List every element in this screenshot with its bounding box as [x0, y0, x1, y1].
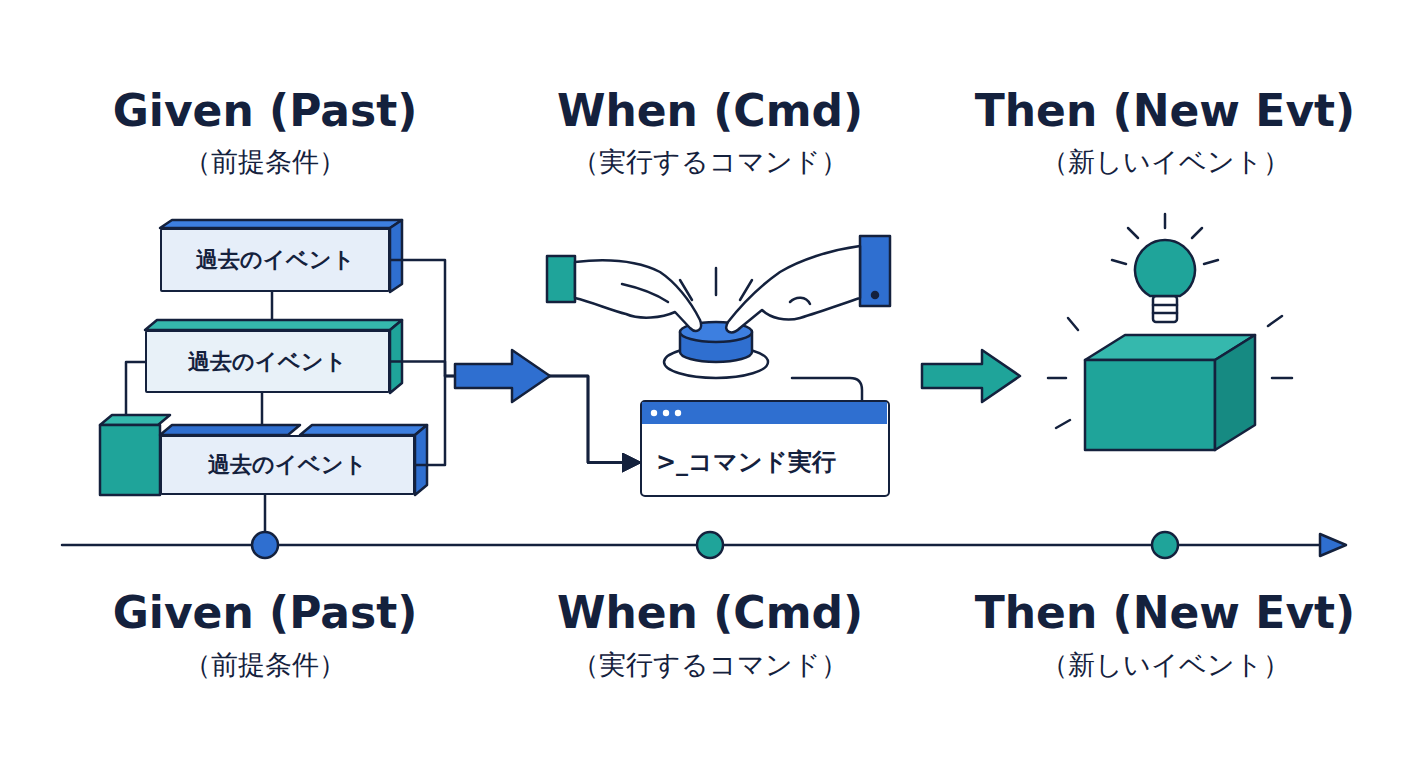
event-box-front — [1085, 360, 1215, 450]
right-cuff — [860, 236, 890, 306]
press-ray — [715, 268, 718, 295]
flow-arrow — [455, 350, 550, 402]
stack-line — [261, 393, 264, 435]
bulb-ray — [1112, 260, 1126, 264]
button-top — [680, 322, 752, 342]
box-top — [145, 320, 402, 330]
button-body — [680, 332, 752, 362]
timeline-point — [697, 532, 723, 558]
terminal-window: >_コマンド実行 — [640, 400, 890, 497]
box-top — [300, 425, 427, 435]
glow-ray — [1068, 318, 1078, 330]
bulb-thread — [1153, 304, 1177, 307]
timeline-point — [252, 532, 278, 558]
node-text: >_コマンド実行 — [656, 446, 836, 478]
button-base — [664, 346, 768, 378]
node-text: 過去のイベント — [208, 450, 367, 480]
glow-ray — [1268, 316, 1282, 326]
column-heading: Given (Past) — [113, 587, 418, 638]
bulb-ray — [1192, 228, 1202, 238]
column-heading: Then (New Evt) — [975, 85, 1355, 136]
node-text: 過去のイベント — [196, 245, 355, 275]
column-subheading: （前提条件） — [184, 144, 346, 180]
bulb-ray — [1204, 260, 1218, 264]
event-box: 過去のイベント — [145, 330, 390, 393]
stack-line — [126, 362, 145, 415]
box-top — [160, 425, 300, 435]
timeline-tick — [264, 495, 267, 532]
titlebar-dot — [651, 410, 657, 416]
column-subheading: （実行するコマンド） — [572, 647, 848, 683]
cuff-button — [872, 292, 878, 298]
bulb-glass — [1135, 240, 1195, 296]
event-box-top — [1085, 335, 1255, 360]
column-subheading: （前提条件） — [184, 647, 346, 683]
glow-ray — [1272, 377, 1292, 380]
node-text: 過去のイベント — [188, 347, 347, 377]
right-hand — [726, 246, 860, 332]
titlebar-dot — [663, 410, 669, 416]
hand-line — [622, 284, 668, 302]
bulb-ray — [1164, 214, 1167, 228]
bulb-ray — [1128, 228, 1138, 238]
flow-connector — [390, 362, 640, 463]
left-hand — [575, 260, 701, 330]
press-ray — [680, 280, 692, 300]
left-cuff — [547, 256, 575, 302]
column-subheading: （新しいイベント） — [1041, 144, 1290, 180]
timeline-point — [1152, 532, 1178, 558]
column-heading: When (Cmd) — [557, 587, 863, 638]
glow-ray — [1056, 420, 1070, 428]
event-box: 過去のイベント — [160, 228, 390, 292]
column-subheading: （実行するコマンド） — [572, 144, 848, 180]
column-heading: Given (Past) — [113, 85, 418, 136]
bulb-thread — [1153, 312, 1177, 315]
hand-line — [790, 298, 810, 304]
flow-connector — [390, 260, 640, 463]
titlebar-fill — [642, 402, 887, 424]
event-box: 過去のイベント — [160, 435, 415, 495]
titlebar-dot — [675, 410, 681, 416]
box-side — [415, 425, 427, 495]
timeline-axis — [62, 544, 1325, 547]
column-heading: When (Cmd) — [557, 85, 863, 136]
stack-line — [271, 292, 274, 330]
column-subheading: （新しいイベント） — [1041, 647, 1290, 683]
column-heading: Then (New Evt) — [975, 587, 1355, 638]
cube-front — [100, 425, 160, 495]
press-ray — [740, 280, 752, 300]
box-side — [390, 320, 402, 393]
event-box-side — [1215, 335, 1255, 450]
flow-connector — [415, 376, 640, 465]
cube-top — [100, 415, 170, 425]
terminal-titlebar — [642, 402, 887, 426]
timeline-head — [1320, 534, 1346, 556]
box-side — [390, 220, 402, 292]
box-top — [160, 220, 402, 228]
bulb-base — [1153, 296, 1177, 322]
glow-ray — [1048, 377, 1066, 380]
flow-arrow — [922, 350, 1020, 402]
command-wire — [792, 378, 862, 400]
